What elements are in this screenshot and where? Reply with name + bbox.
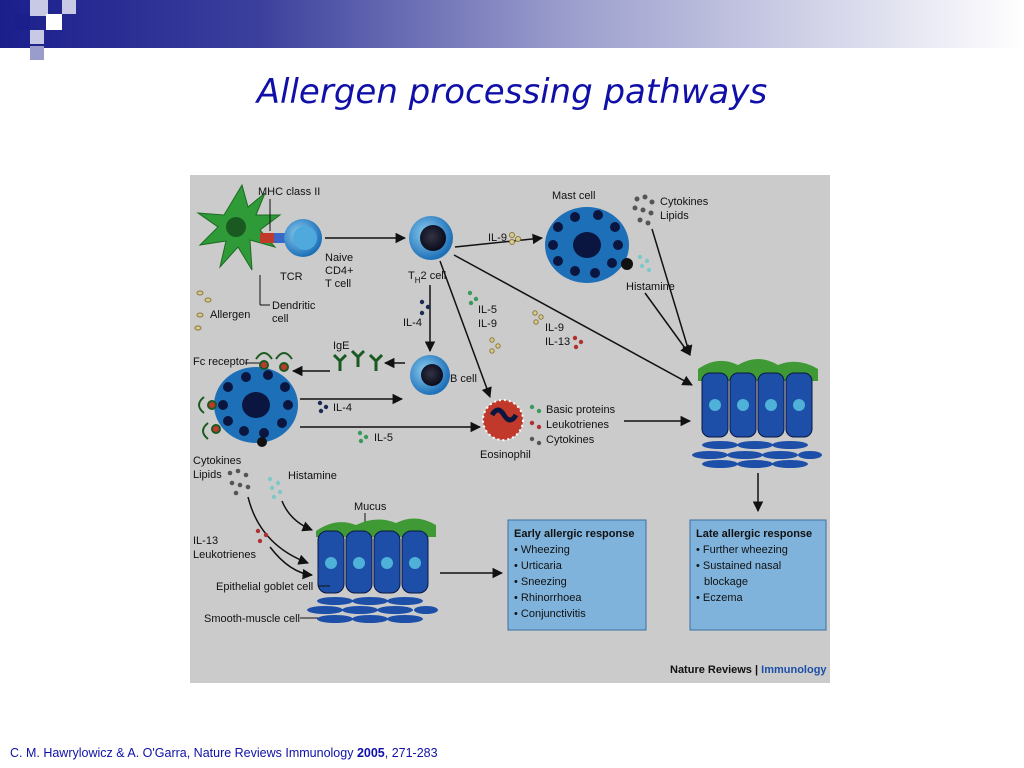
cytokine-dots-top <box>632 194 655 226</box>
arrow-histamine-to-epithelium <box>644 292 691 356</box>
arrow-cytokines-to-goblet <box>247 496 309 565</box>
label-dendritic: Dendritic <box>272 300 316 312</box>
label-mhc: MHC class II <box>258 186 320 198</box>
corner-square-light <box>62 0 76 14</box>
label-goblet: Epithelial goblet cell <box>216 581 313 593</box>
th2-cell-nucleus <box>420 225 446 251</box>
mhc-receptor <box>260 233 278 243</box>
label-dendritic-cell: cell <box>272 313 289 325</box>
cytokine-dots-left <box>227 468 251 496</box>
goblet-epithelium <box>307 518 438 623</box>
il4-dots-low <box>317 400 329 414</box>
label-naive: Naive <box>325 252 353 264</box>
label-il9-right: IL-9 <box>545 322 564 334</box>
il4-dots-mid <box>419 299 431 316</box>
il9-dots-mid <box>489 337 501 354</box>
early-response-box: Early allergic response • Wheezing • Urt… <box>507 519 647 631</box>
late-item: • Sustained nasal <box>696 560 781 572</box>
b-cell-nucleus <box>421 364 443 386</box>
label-il13-right: IL-13 <box>545 336 570 348</box>
label-b-cell: B cell <box>450 373 477 385</box>
label-cytokines-top: Cytokines <box>660 196 709 208</box>
label-leukotrienes-eos: Leukotrienes <box>546 419 609 431</box>
label-fc-receptor: Fc receptor <box>193 356 249 368</box>
label-histamine-top: Histamine <box>626 281 675 293</box>
label-ige: IgE <box>333 340 350 352</box>
early-item: • Rhinorrhoea <box>514 592 582 604</box>
dendritic-cell <box>196 183 282 271</box>
late-response-heading: Late allergic response <box>696 528 812 540</box>
histamine-granule-left <box>257 437 267 447</box>
late-item: • Eczema <box>696 592 744 604</box>
label-lipids-left: Lipids <box>193 469 222 481</box>
label-basic-proteins: Basic proteins <box>546 404 616 416</box>
label-leukotrienes-left: Leukotrienes <box>193 549 256 561</box>
label-il5-low: IL-5 <box>374 432 393 444</box>
mast-cell <box>545 207 629 283</box>
ige-antibodies <box>332 349 384 371</box>
arrow-il13-to-goblet <box>269 546 314 580</box>
label-tcr: TCR <box>280 271 303 283</box>
il9-dots-top <box>509 232 521 245</box>
arrow-th2-to-eosinophil <box>439 260 492 398</box>
label-t-cell: T cell <box>325 278 351 290</box>
label-il5-mid: IL-5 <box>478 304 497 316</box>
corner-square-light <box>30 0 48 16</box>
early-item: • Sneezing <box>514 576 567 588</box>
early-response-heading: Early allergic response <box>514 528 634 540</box>
label-cd4: CD4+ <box>325 265 353 277</box>
label-il9-top: IL-9 <box>488 232 507 244</box>
il13-dots-right <box>572 335 584 350</box>
pathway-diagram: MHC class II TCR Naive CD4+ T cell Dendr… <box>190 175 830 683</box>
label-smooth-muscle: Smooth-muscle cell <box>204 613 300 625</box>
late-item: • Further wheezing <box>696 544 788 556</box>
naive-t-cell-nucleus <box>293 226 317 250</box>
il5-dots-mid <box>467 290 479 306</box>
tcr-receptor <box>274 233 288 243</box>
arrow-histamine-to-goblet <box>281 500 313 532</box>
il13-dots-left <box>255 528 269 544</box>
label-cytokines-eos: Cytokines <box>546 434 595 446</box>
label-il4-mid: IL-4 <box>403 317 422 329</box>
histamine-granule-top <box>621 258 633 270</box>
corner-square-white <box>46 14 62 30</box>
late-response-box: Late allergic response • Further wheezin… <box>689 519 827 631</box>
slide-title: Allergen processing pathways <box>256 72 768 112</box>
label-th2: TH2 cell <box>408 270 446 285</box>
eosinophil-mediator-dots <box>529 404 542 446</box>
label-mast-cell: Mast cell <box>552 190 595 202</box>
label-allergen: Allergen <box>210 309 250 321</box>
arrow-cytokines-to-epithelium <box>651 228 693 357</box>
late-item: blockage <box>704 576 748 588</box>
label-il4-low: IL-4 <box>333 402 352 414</box>
late-epithelium <box>692 359 822 468</box>
label-il9-mid: IL-9 <box>478 318 497 330</box>
early-item: • Urticaria <box>514 560 563 572</box>
arrow-th2-to-mast <box>454 233 544 248</box>
il9-dots-right <box>532 310 544 325</box>
fc-receptors <box>198 352 293 440</box>
allergen-particles <box>194 290 212 331</box>
citation: C. M. Hawrylowicz & A. O'Garra, Nature R… <box>10 746 438 760</box>
label-cytokines-left: Cytokines <box>193 455 242 467</box>
pathway-diagram-svg: MHC class II TCR Naive CD4+ T cell Dendr… <box>193 183 827 676</box>
eosinophil <box>482 399 524 441</box>
label-eosinophil: Eosinophil <box>480 449 531 461</box>
label-mucus: Mucus <box>354 501 387 513</box>
il5-dots-low <box>357 430 369 444</box>
arrow-th2-to-epithelium <box>453 254 693 386</box>
early-item: • Wheezing <box>514 544 570 556</box>
label-histamine-left: Histamine <box>288 470 337 482</box>
label-il13-left: IL-13 <box>193 535 218 547</box>
early-item: • Conjunctivitis <box>514 608 586 620</box>
journal-credit: Nature Reviews | Immunology <box>670 664 827 676</box>
histamine-dots-left <box>267 476 283 500</box>
corner-square-mid <box>30 46 44 60</box>
mast-cell-left <box>214 367 298 443</box>
label-lipids-top: Lipids <box>660 210 689 222</box>
corner-square-light <box>30 30 44 44</box>
histamine-dots-top <box>637 254 652 273</box>
title-bar-gradient <box>0 0 1024 48</box>
corner-square-dark <box>14 14 30 30</box>
